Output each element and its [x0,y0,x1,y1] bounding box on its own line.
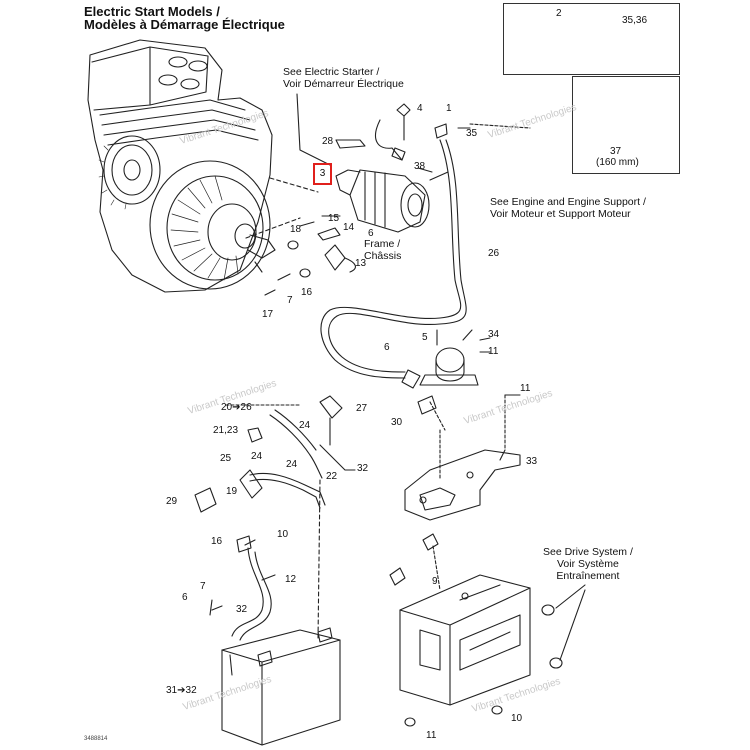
callout-17: 17 [262,309,274,320]
callout-20-26: 20➔26 [221,402,252,413]
note-drive-system-line3: Entraînement [556,570,620,582]
diagram-title-line1: Electric Start Models / [84,4,220,19]
callout-10-top: 10 [277,529,289,540]
note-electric-starter-line2: Voir Démarreur Électrique [283,78,404,90]
callout-16-top: 16 [301,287,313,298]
callout-38: 38 [414,161,426,172]
battery-box-illustration [389,533,563,727]
note-frame-line2: Châssis [364,250,402,262]
note-engine-support-line1: See Engine and Engine Support / [490,196,646,208]
mounting-plate-illustration [404,394,521,521]
note-drive-system-line1: See Drive System / [543,546,633,558]
inset-label-37: 37 [610,146,622,157]
callout-4: 4 [417,103,423,114]
callout-24-a: 24 [299,420,311,431]
callout-6-bottom: 6 [182,592,188,603]
starter-motor-illustration [335,169,449,233]
callout-5: 5 [422,332,428,343]
callout-10-bottom: 10 [511,713,523,724]
inset-label-35-36: 35,36 [622,15,648,26]
solenoid-illustration [401,329,491,389]
inset-label-160mm: (160 mm) [596,157,639,168]
callout-31-32: 31➔32 [166,685,197,696]
callout-22: 22 [326,471,338,482]
callout-13: 13 [355,258,367,269]
callout-14: 14 [343,222,355,233]
callout-7-top: 7 [287,295,293,306]
inset-box-clamp [572,76,680,174]
callout-30: 30 [391,417,403,428]
note-engine-support-line2: Voir Moteur et Support Moteur [490,208,631,220]
callout-18: 18 [290,224,302,235]
callout-1: 1 [446,103,452,114]
inset-box-top [503,3,680,75]
callout-21-23: 21,23 [213,425,239,436]
engine-illustration [87,39,276,293]
note-drive-system-line2: Voir Système [557,558,619,570]
callout-28: 28 [322,136,334,147]
callout-16-bottom: 16 [211,536,223,547]
callout-6-top: 6 [368,228,374,239]
callout-35: 35 [466,128,478,139]
note-frame: Frame / Châssis [364,238,401,262]
note-electric-starter-line1: See Electric Starter / [283,66,380,78]
callout-15: 15 [328,213,340,224]
callout-12: 12 [285,574,297,585]
callout-11-bottom: 11 [426,730,437,741]
callout-24-b: 24 [251,451,263,462]
callout-32-top: 32 [357,463,369,474]
callout-24-c: 24 [286,459,298,470]
callout-11-plate: 11 [520,383,531,394]
callout-34: 34 [488,329,500,340]
callout-32-bottom: 32 [236,604,248,615]
note-frame-line1: Frame / [364,238,401,250]
callout-27: 27 [356,403,368,414]
note-electric-starter: See Electric Starter / Voir Démarreur Él… [283,66,404,90]
cable-26-illustration [320,119,467,379]
inset-label-2: 2 [556,8,562,19]
callout-29: 29 [166,496,178,507]
callout-33: 33 [526,456,538,467]
callout-26: 26 [488,248,500,259]
callout-25: 25 [220,453,232,464]
callout-19: 19 [226,486,238,497]
callout-7-bottom: 7 [200,581,206,592]
note-engine-support: See Engine and Engine Support / Voir Mot… [490,196,646,220]
callout-6-mid: 6 [384,342,390,353]
battery-illustration [221,627,341,746]
callout-9: 9 [432,576,438,587]
diagram-title-line2: Modèles à Démarrage Électrique [84,17,285,32]
highlighted-ref-3[interactable]: 3 [313,163,332,185]
note-drive-system: See Drive System / Voir Système Entraîne… [543,546,633,582]
callout-11-solenoid: 11 [488,346,499,357]
document-number: 3488814 [84,736,108,742]
